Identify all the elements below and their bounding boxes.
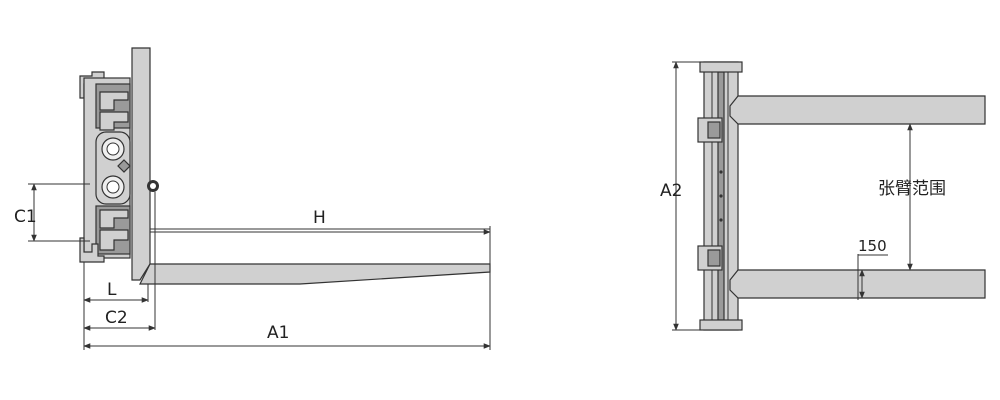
fork-shank — [131, 47, 151, 281]
carriage-bottom-cap — [699, 319, 743, 331]
carriage-top-cap — [699, 61, 743, 73]
dim-label-h: H — [313, 208, 326, 228]
dim-label-l: L — [107, 280, 117, 300]
dim-label-a2: A2 — [660, 181, 682, 201]
dim-label-c1: C1 — [14, 207, 37, 227]
dim-label-c2: C2 — [105, 308, 128, 328]
dim-label-spread-range: 张臂范围 — [878, 179, 946, 199]
dim-label-150: 150 — [858, 237, 887, 255]
side-view: H C1 L C2 A1 — [14, 47, 491, 350]
dim-label-a1: A1 — [267, 323, 289, 343]
upper-fork-arm — [729, 95, 986, 125]
pivot-pin-hole — [150, 183, 156, 189]
fork-tine — [139, 263, 491, 285]
carriage-assembly — [79, 71, 131, 263]
front-view: A2 张臂范围 150 — [660, 61, 986, 331]
